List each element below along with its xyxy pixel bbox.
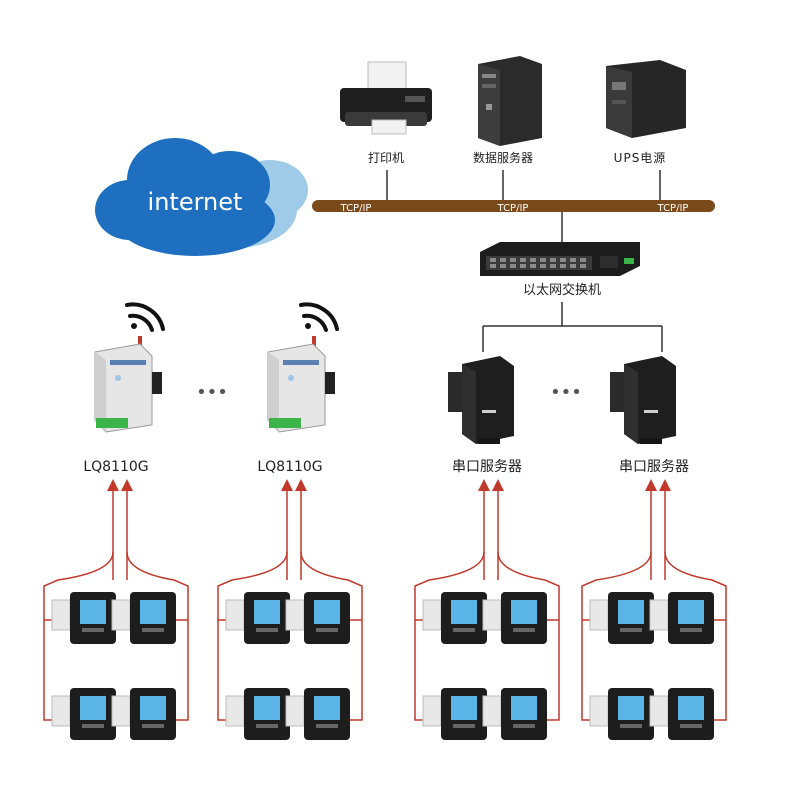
wifi-icon: [299, 302, 339, 332]
lq8110g-gateway-icon: [267, 336, 335, 433]
gateway-label-1: LQ8110G: [83, 459, 148, 475]
meter-group-2: [217, 479, 363, 740]
power-meter-icon: [111, 688, 176, 740]
serial-server-1: [448, 356, 514, 444]
printer-icon: [340, 61, 432, 135]
serial-server-label-2: 串口服务器: [619, 459, 689, 475]
serial-server-icon: [448, 356, 514, 444]
power-meter-icon: [51, 688, 116, 740]
power-meter-icon: [225, 688, 290, 740]
ups-label: UPS电源: [614, 151, 667, 165]
power-meter-icon: [285, 688, 350, 740]
rs485-bus-left: [414, 551, 485, 721]
meter-group-3: [414, 479, 560, 740]
lq8110g-gateway-icon: [94, 336, 162, 433]
power-meter-icon: [422, 688, 487, 740]
bus-label-2: TCP/IP: [497, 203, 529, 214]
rs485-bus-right: [497, 551, 560, 721]
rs485-bus-right: [300, 551, 363, 721]
bus-label-3: TCP/IP: [657, 203, 689, 214]
data-server-label: 数据服务器: [473, 150, 533, 165]
serial-ellipsis: •••: [550, 382, 582, 403]
printer-label: 打印机: [368, 151, 404, 165]
serial-server-2: [610, 356, 676, 444]
power-meter-icon: [589, 688, 654, 740]
gateway-label-2: LQ8110G: [257, 459, 322, 475]
wireless-gateway-1: [94, 302, 165, 433]
power-meter-icon: [422, 592, 487, 644]
power-meter-icon: [51, 592, 116, 644]
meter-group-1: [43, 479, 189, 740]
rs485-bus-left: [43, 551, 114, 721]
tcpip-bus: [312, 200, 715, 212]
power-meter-icon: [482, 688, 547, 740]
ups-icon: [606, 60, 686, 138]
rs485-bus-right: [664, 551, 727, 721]
rs485-bus-right: [126, 551, 189, 721]
switch-label: 以太网交换机: [523, 282, 601, 298]
rs485-bus-left: [217, 551, 288, 721]
cloud-label: internet: [148, 188, 243, 216]
power-meter-icon: [482, 592, 547, 644]
power-meter-icon: [649, 688, 714, 740]
internet-cloud: internet: [95, 138, 308, 256]
wireless-gateway-2: [267, 302, 339, 433]
device-drop-lines: [386, 170, 661, 200]
meter-groups: [43, 479, 727, 740]
bus-label-1: TCP/IP: [340, 203, 372, 214]
power-meter-icon: [589, 592, 654, 644]
meter-group-4: [581, 479, 727, 740]
serial-server-label-1: 串口服务器: [452, 459, 522, 475]
switch-to-serial-links: [482, 302, 663, 352]
gateway-ellipsis: •••: [196, 382, 228, 403]
ethernet-switch-icon: [480, 242, 640, 276]
wifi-icon: [125, 302, 165, 332]
power-meter-icon: [111, 592, 176, 644]
server-tower-icon: [478, 56, 542, 146]
power-meter-icon: [285, 592, 350, 644]
power-meter-icon: [649, 592, 714, 644]
rs485-bus-left: [581, 551, 652, 721]
power-meter-icon: [225, 592, 290, 644]
serial-server-icon: [610, 356, 676, 444]
